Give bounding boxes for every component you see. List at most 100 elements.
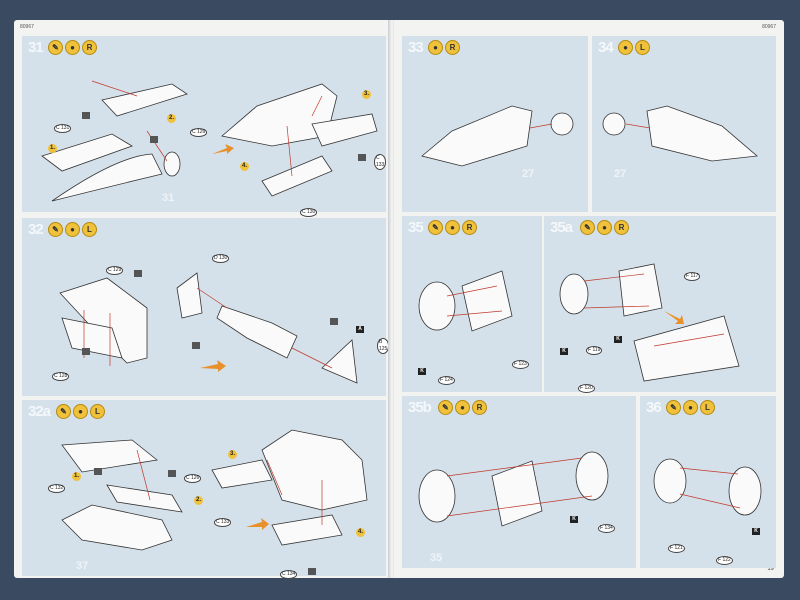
step-number: 35	[408, 219, 424, 236]
part-callout: F 134	[598, 524, 615, 533]
step-33-drawing	[421, 105, 574, 167]
step-panel-32: 32 ✎ ● L C 129 C 128 D 130 B 1	[22, 218, 390, 396]
part-callout: C 132	[48, 484, 66, 493]
paint-flag: K	[560, 348, 568, 355]
step-number: 33	[408, 39, 424, 56]
step-icons: ✎ ● R	[580, 220, 629, 235]
step-icons: ✎ ● L	[48, 222, 97, 237]
step-panel-36: 36 ✎ ● L F 121 F 122 K	[640, 396, 776, 568]
side-indicator: R	[445, 40, 460, 55]
step-number: 35b	[408, 399, 432, 416]
part-callout: F 122	[716, 556, 733, 565]
paint-flag: K	[614, 336, 622, 343]
spine-gutter	[388, 20, 396, 578]
paint-icon: ●	[618, 40, 633, 55]
side-indicator: R	[462, 220, 477, 235]
paint-flag	[192, 342, 200, 349]
step-icons: ● L	[618, 40, 650, 55]
glue-icon: ✎	[428, 220, 443, 235]
part-callout: F 121	[668, 544, 685, 553]
step-number: 35a	[550, 219, 573, 236]
step-panel-33: 33 ● R 27	[402, 36, 588, 212]
glue-icon: ✎	[56, 404, 71, 419]
paint-flag	[82, 112, 90, 119]
order-badge: 1.	[48, 144, 57, 153]
paint-flag: A	[356, 326, 364, 333]
step-icons: ✎ ● L	[56, 404, 105, 419]
glue-icon: ✎	[48, 40, 63, 55]
paint-flag	[168, 470, 176, 477]
step-32a-drawing	[61, 429, 368, 551]
ghost-number: 27	[614, 168, 627, 180]
part-callout: D 130	[212, 254, 230, 263]
order-badge: 2.	[194, 496, 203, 505]
step-31-drawing	[41, 80, 378, 202]
side-indicator: R	[614, 220, 629, 235]
part-callout: C 126	[184, 474, 202, 483]
part-callout: C 131	[54, 124, 72, 133]
ghost-number: 35	[430, 552, 443, 564]
step-panel-35: 35 ✎ ● R F 124 F 123 K	[402, 216, 542, 392]
part-callout: C 130	[300, 208, 318, 217]
page-number: 19	[767, 566, 774, 572]
order-badge: 1.	[72, 472, 81, 481]
step-number: 31	[28, 39, 44, 56]
part-callout: F 124	[438, 376, 455, 385]
step-32-drawing	[59, 272, 358, 384]
step-36-drawing	[653, 458, 762, 516]
side-indicator: L	[635, 40, 650, 55]
paint-flag	[82, 348, 90, 355]
paint-icon: ●	[65, 222, 80, 237]
part-callout: F 123	[512, 360, 529, 369]
part-callout: C 134	[280, 570, 298, 579]
paint-flag	[94, 468, 102, 475]
catalog-code: 80967	[20, 24, 34, 30]
part-callout: F 120	[578, 384, 595, 393]
paint-flag: K	[752, 528, 760, 535]
ghost-number: 37	[76, 560, 89, 572]
glue-icon: ✎	[580, 220, 595, 235]
part-callout: F 119	[586, 346, 603, 355]
glue-icon: ✎	[666, 400, 681, 415]
glue-icon: ✎	[438, 400, 453, 415]
paint-flag: K	[418, 368, 426, 375]
order-badge: 4.	[356, 528, 365, 537]
paint-icon: ●	[428, 40, 443, 55]
catalog-code: 80967	[762, 24, 776, 30]
paint-flag	[150, 136, 158, 143]
right-page: 80967 19 33 ● R 27 34 ● L 27	[394, 20, 784, 578]
step-icons: ✎ ● R	[48, 40, 97, 55]
side-indicator: R	[472, 400, 487, 415]
paint-icon: ●	[73, 404, 88, 419]
left-page: 80967 18 31 ✎ ● R 31	[14, 20, 390, 579]
paint-flag	[358, 154, 366, 161]
step-icons: ● R	[428, 40, 460, 55]
paint-flag	[308, 568, 316, 575]
part-callout: C 129	[106, 266, 124, 275]
part-callout: C 128	[52, 372, 70, 381]
step-35b-drawing	[418, 451, 609, 527]
ghost-number: 27	[522, 168, 535, 180]
step-icons: ✎ ● L	[666, 400, 715, 415]
glue-icon: ✎	[48, 222, 63, 237]
step-number: 34	[598, 39, 614, 56]
step-icons: ✎ ● R	[428, 220, 477, 235]
paint-icon: ●	[455, 400, 470, 415]
step-34-drawing	[602, 105, 758, 162]
step-35-drawing	[418, 270, 513, 332]
order-badge: 2.	[167, 114, 176, 123]
step-panel-35b: 35b ✎ ● R 35 F 134 K	[402, 396, 636, 568]
paint-flag	[134, 270, 142, 277]
step-panel-34: 34 ● L 27	[592, 36, 776, 212]
paint-icon: ●	[445, 220, 460, 235]
part-callout: C 126	[190, 128, 208, 137]
part-callout: C 133	[374, 154, 387, 170]
order-badge: 3.	[228, 450, 237, 459]
step-number: 36	[646, 399, 662, 416]
order-badge: 3.	[362, 90, 371, 99]
step-icons: ✎ ● R	[438, 400, 487, 415]
part-callout: F 117	[684, 272, 701, 281]
part-callout: C 133	[214, 518, 232, 527]
paint-icon: ●	[597, 220, 612, 235]
paint-flag: K	[570, 516, 578, 523]
